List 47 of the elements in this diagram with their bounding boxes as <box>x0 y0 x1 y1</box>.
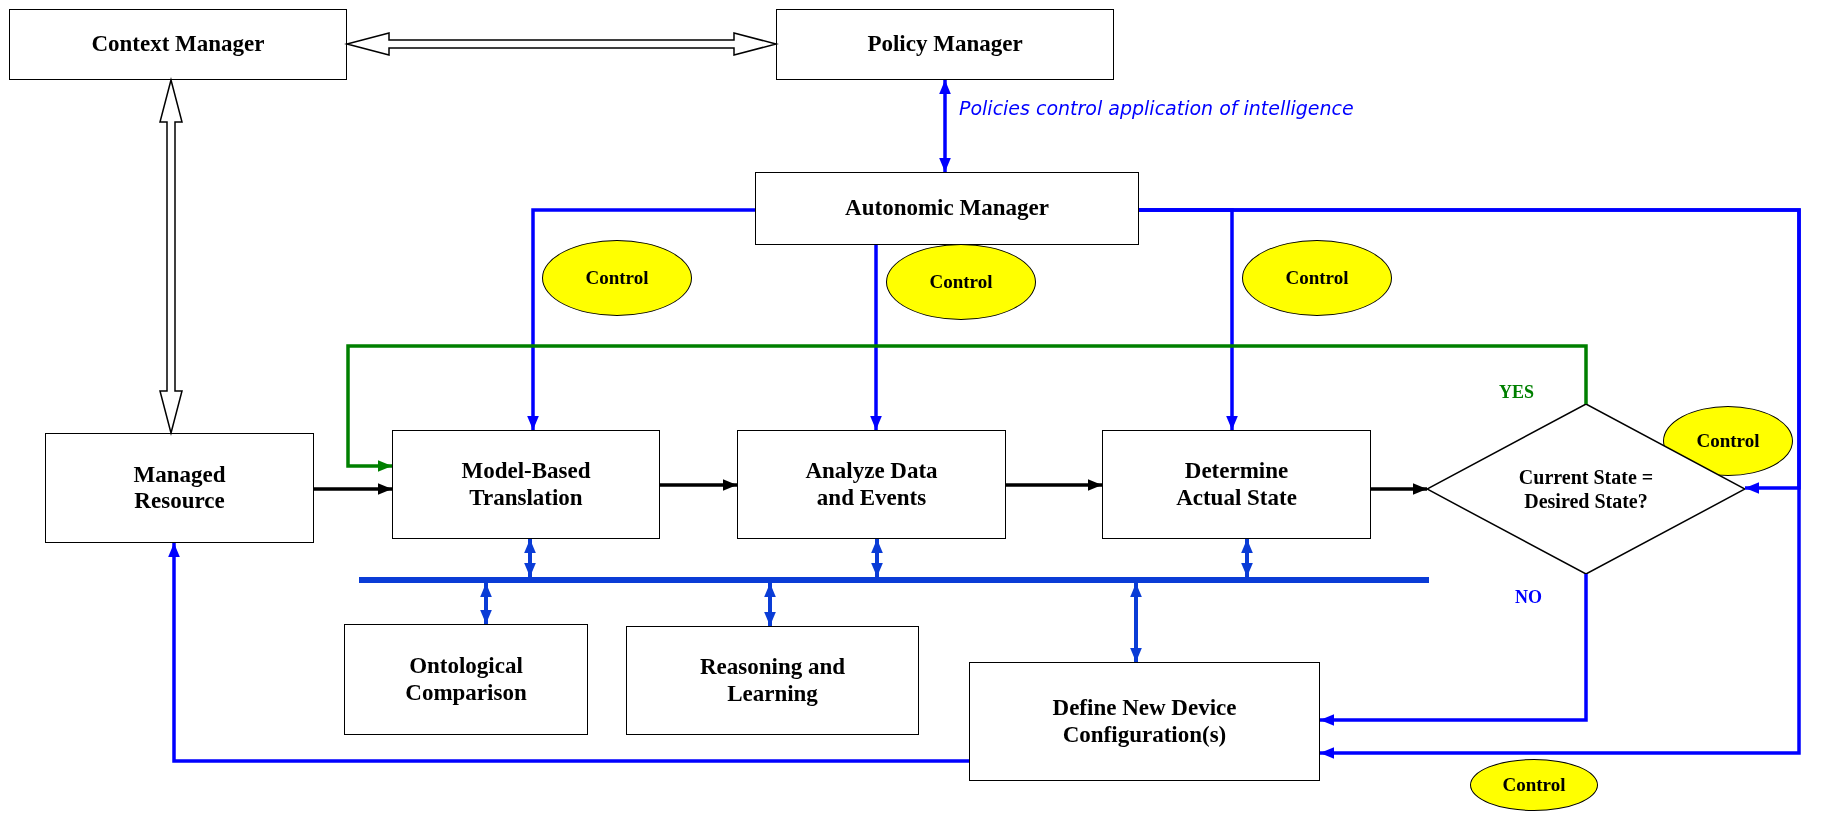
process-box <box>1102 430 1371 539</box>
node-label: Control <box>928 271 994 293</box>
arrow <box>1139 208 1801 759</box>
double-arrow <box>480 583 492 624</box>
process-box <box>45 433 314 543</box>
process-box <box>737 430 1006 539</box>
node-label: Control <box>1695 430 1761 452</box>
arrow <box>314 483 392 495</box>
process-box <box>344 624 588 735</box>
process-box <box>626 626 919 735</box>
node-label: Determine Actual State <box>1175 458 1298 511</box>
node-label: Control <box>584 267 650 289</box>
arrow <box>1006 479 1102 491</box>
arrow <box>346 344 1588 472</box>
process-box <box>9 9 347 80</box>
arrow <box>660 479 737 491</box>
node-label: Context Manager <box>90 31 266 58</box>
arrow <box>870 245 882 430</box>
hollow-double-arrow <box>344 32 779 56</box>
process-box <box>776 9 1114 80</box>
double-arrow <box>1130 583 1142 662</box>
node-label: Control <box>1284 267 1350 289</box>
double-arrow <box>524 539 536 577</box>
double-arrow <box>1241 539 1253 577</box>
node-label: Autonomic Manager <box>844 195 1050 222</box>
double-arrow <box>871 539 883 577</box>
process-box <box>969 662 1320 781</box>
node-label: Model-Based Translation <box>460 458 592 511</box>
node-label: Current State = Desired State? <box>1517 465 1655 513</box>
node-label: Control <box>1501 774 1567 796</box>
double-arrow <box>764 583 776 626</box>
node-label: Ontological Comparison <box>404 653 528 706</box>
bus-bar <box>359 577 1429 583</box>
node-label: Policy Manager <box>866 31 1024 58</box>
node-label: Analyze Data and Events <box>804 458 939 511</box>
arrow <box>1371 483 1427 495</box>
arrow <box>168 543 969 763</box>
double-arrow <box>939 80 951 172</box>
arrow <box>527 208 755 430</box>
arrow <box>1320 574 1588 726</box>
node-label: Reasoning and Learning <box>698 654 847 707</box>
hollow-double-arrow <box>159 77 183 436</box>
node-label: Managed Resource <box>132 461 227 515</box>
process-box <box>755 172 1139 245</box>
edge-label: Policies control application of intelligence <box>957 97 1356 119</box>
node-label: Define New Device Configuration(s) <box>1051 695 1238 748</box>
process-box <box>392 430 660 539</box>
